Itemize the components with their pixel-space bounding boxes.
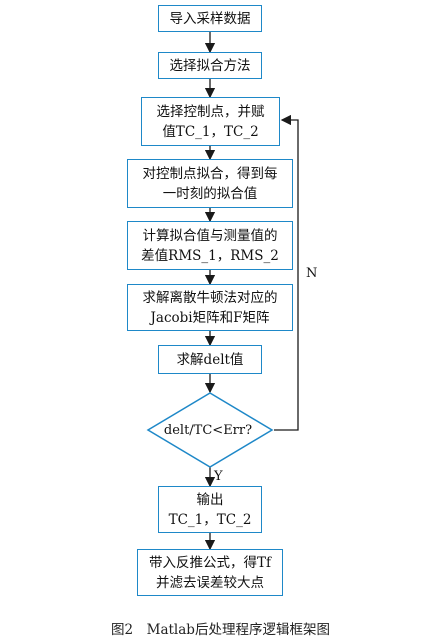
final-line2: 并滤去误差较大点 (156, 574, 264, 591)
jacobi-line2: Jacobi矩阵和F矩阵 (150, 309, 270, 326)
figure-caption: 图2 Matlab后处理程序逻辑框架图 (111, 622, 330, 638)
no-label: N (306, 266, 318, 281)
control-points-box: 选择控制点，并赋 值TC_1，TC_2 (141, 97, 280, 146)
final-line1: 带入反推公式，得Tf (148, 554, 271, 571)
final-box: 带入反推公式，得Tf 并滤去误差较大点 (137, 549, 283, 596)
control-points-line1: 选择控制点，并赋 (156, 103, 265, 120)
select-method-label: 选择拟合方法 (169, 57, 251, 74)
control-points-line2: 值TC_1，TC_2 (162, 123, 259, 140)
loop-back-arrow (274, 114, 299, 431)
solve-delt-box: 求解delt值 (158, 345, 262, 374)
jacobi-line1: 求解离散牛顿法对应的 (142, 289, 278, 306)
import-data-box: 导入采样数据 (158, 5, 262, 32)
yes-label: Y (214, 469, 223, 484)
output-line2: TC_1，TC_2 (168, 511, 252, 528)
fit-values-line1: 对控制点拟合，得到每 (142, 165, 278, 182)
select-method-box: 选择拟合方法 (158, 52, 262, 79)
rms-box: 计算拟合值与测量值的 差值RMS_1，RMS_2 (127, 221, 293, 270)
output-line1: 输出 (196, 491, 224, 508)
output-box: 输出 TC_1，TC_2 (158, 486, 262, 533)
rms-line1: 计算拟合值与测量值的 (142, 227, 278, 244)
decision-label: delt/TC<Err? (163, 422, 253, 438)
decision-diamond (146, 392, 274, 468)
fit-values-line2: 一时刻的拟合值 (162, 185, 258, 202)
solve-delt-label: 求解delt值 (176, 351, 244, 368)
import-data-label: 导入采样数据 (169, 10, 251, 27)
jacobi-box: 求解离散牛顿法对应的 Jacobi矩阵和F矩阵 (127, 284, 293, 331)
fit-values-box: 对控制点拟合，得到每 一时刻的拟合值 (127, 159, 293, 208)
rms-line2: 差值RMS_1，RMS_2 (141, 247, 279, 264)
